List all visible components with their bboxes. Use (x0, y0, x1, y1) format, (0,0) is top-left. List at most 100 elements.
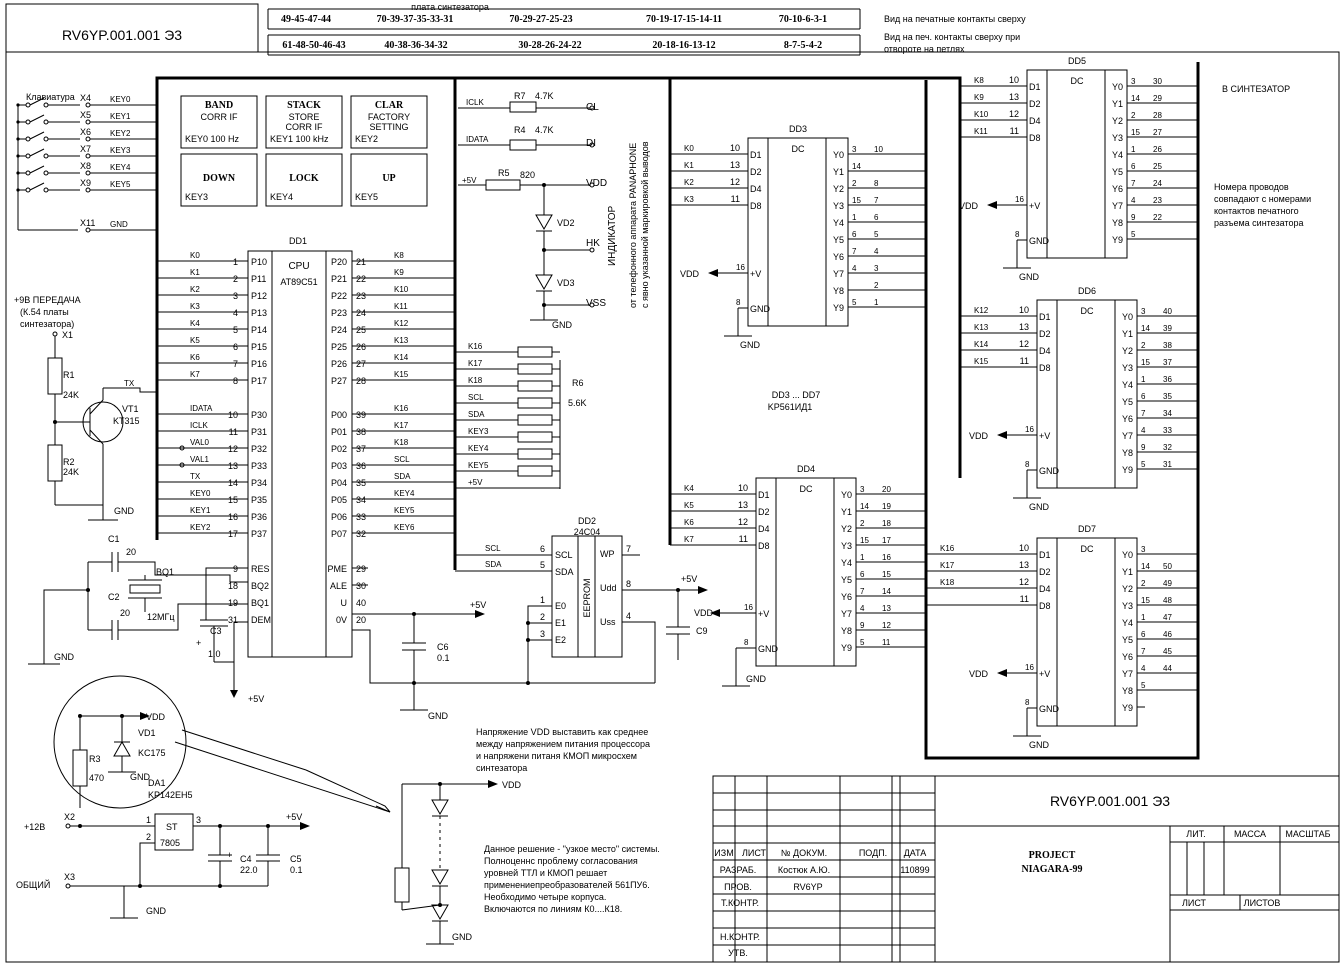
decoder-out-name: Y1 (1112, 99, 1123, 109)
key-legend-box (265, 153, 343, 207)
stamp-block: RV6YP.001.001 Э3 PROJECT NIAGARA-99 ЛИТ.… (712, 775, 1340, 963)
vd1-ref: VD1 (138, 728, 156, 738)
dd1-right-net: K10 (394, 285, 409, 294)
decoder-out-pin: 4 (1131, 196, 1136, 205)
bn-2: Полноценнс проблему согласования (484, 856, 638, 866)
decoder-body (1036, 537, 1138, 727)
switch-contact (43, 170, 49, 176)
dd1-right-pin-num: 28 (356, 376, 366, 386)
dd1-left-pin-num: 1 (233, 257, 238, 267)
decoder-in-name: D8 (1029, 133, 1041, 143)
vt1-ref: VT1 (122, 404, 139, 414)
decoder-out-name: Y9 (833, 303, 844, 313)
decoder-out-pin: 2 (860, 519, 865, 528)
r3-ref: R3 (89, 754, 101, 764)
dd2-scl-net: SCL (485, 544, 501, 553)
key-sub1: STORE (289, 112, 320, 122)
dd2-pin5: 5 (540, 560, 545, 570)
decoder-in-name: D8 (750, 201, 762, 211)
decoder-in-name: D4 (1039, 584, 1051, 594)
dd1-left-pin-num: 6 (233, 342, 238, 352)
dd1-left-pin-num: 17 (228, 529, 238, 539)
x1-label: X1 (62, 330, 73, 340)
zoom-gnd: GND (130, 772, 151, 782)
dd1-left-pin-name: BQ1 (251, 598, 269, 608)
r6-net: K17 (468, 359, 483, 368)
decoder-out-name: Y5 (1122, 397, 1133, 407)
switch-ref: X9 (80, 178, 91, 188)
decoder-out-name: Y3 (841, 541, 852, 551)
dd1-left-pin-name: P32 (251, 444, 267, 454)
switch-ref: X6 (80, 127, 91, 137)
dd1-right-pin-name: P26 (331, 359, 347, 369)
decoder-out-pin: 3 (852, 145, 857, 154)
decoder-out-pin: 9 (860, 621, 865, 630)
dd1-right-net: K15 (394, 370, 409, 379)
vd3-ref: VD3 (557, 278, 575, 288)
reg-p5: +5V (286, 812, 302, 822)
decoder-out-name: Y4 (1112, 150, 1123, 160)
dd1-left-pin-num: 16 (228, 512, 238, 522)
decoder-pv: +V (1029, 201, 1040, 211)
r5-value: 820 (520, 170, 535, 180)
junction (16, 137, 20, 141)
dd1-right-pin-num: 33 (356, 512, 366, 522)
dd1-left-net: KEY2 (190, 523, 211, 532)
decoder-in-pin: 13 (738, 500, 748, 510)
doc-code-top: RV6YP.001.001 Э3 (62, 27, 182, 43)
decoder-wire-num: 20 (882, 485, 891, 494)
decoder-out-name: Y2 (1122, 346, 1133, 356)
decoder-gnd-label: GND (1019, 272, 1040, 282)
indicator-section: ICLK R7 4.7K IDATA R4 4.7K +5V R5 820 VD… (458, 91, 650, 330)
decoder-wire-num: 15 (882, 570, 891, 579)
decoder-in-net: K16 (940, 544, 955, 553)
decoder-in-net: K15 (974, 357, 989, 366)
pin-di: DI (586, 138, 596, 149)
decoder-out-name: Y8 (1122, 448, 1133, 458)
decoder-in-net: K10 (974, 110, 989, 119)
vdd-arrow (997, 669, 1007, 677)
decoder-wire-num: 17 (882, 536, 891, 545)
key-legend-box (350, 153, 428, 207)
decoder-out-pin: 1 (1141, 613, 1146, 622)
decoder-out-name: Y4 (1122, 380, 1133, 390)
decoder-in-name: D2 (1039, 567, 1051, 577)
decoder-out-name: Y7 (1122, 431, 1133, 441)
dd1-left-net: K5 (190, 336, 200, 345)
crystal-bq1 (129, 584, 161, 594)
decoder-in-name: D4 (750, 184, 762, 194)
decoder-out-pin: 5 (1131, 230, 1136, 239)
dd2-inner: EEPROM (582, 578, 592, 617)
p9v-label: +9В ПЕРЕДАЧА (14, 295, 81, 305)
dd2-e1: E1 (555, 618, 566, 628)
decoder-gnd-label: GND (1029, 740, 1050, 750)
synth-notes: В СИНТЕЗАТОР Номера проводов совпадают с… (1214, 84, 1311, 228)
r3-value: 470 (89, 773, 104, 783)
decoder-out-pin: 4 (860, 604, 865, 613)
decoder-wire-num: 2 (874, 281, 879, 290)
decoder-wire-num: 45 (1163, 647, 1172, 656)
svg-text:1: 1 (146, 815, 151, 825)
switch-contact (43, 153, 49, 159)
decoder-in-net: K14 (974, 340, 989, 349)
reg-part: 7805 (160, 838, 180, 848)
stamp-utv: УТВ. (728, 948, 748, 958)
dd1-left-pin-name: P16 (251, 359, 267, 369)
dd1-right-net: K13 (394, 336, 409, 345)
decoder-out-pin: 14 (860, 502, 869, 511)
vdd-note-3: и напряжени питаня КМОП микросхем (476, 751, 637, 761)
r6-resistor (517, 346, 553, 358)
osc-p5: +5V (248, 694, 264, 704)
decoder-in-pin: 12 (1019, 339, 1029, 349)
key-title: LOCK (289, 173, 319, 184)
decoder-wire-num: 27 (1153, 128, 1162, 137)
decoder-out-name: Y7 (833, 269, 844, 279)
switch-lever (29, 182, 45, 191)
r6-resistor (517, 363, 553, 375)
decoder-wire-num: 16 (882, 553, 891, 562)
common-label: ОБЩИЙ (16, 879, 50, 890)
stamp-izm: ИЗМ (714, 848, 733, 858)
dd1-left-pin-name: P13 (251, 308, 267, 318)
oscillator: C1 20 GND C2 20 BQ1 12МГц C3 + 1.0 +5V (28, 534, 264, 704)
decoder-out-name: Y3 (1122, 363, 1133, 373)
